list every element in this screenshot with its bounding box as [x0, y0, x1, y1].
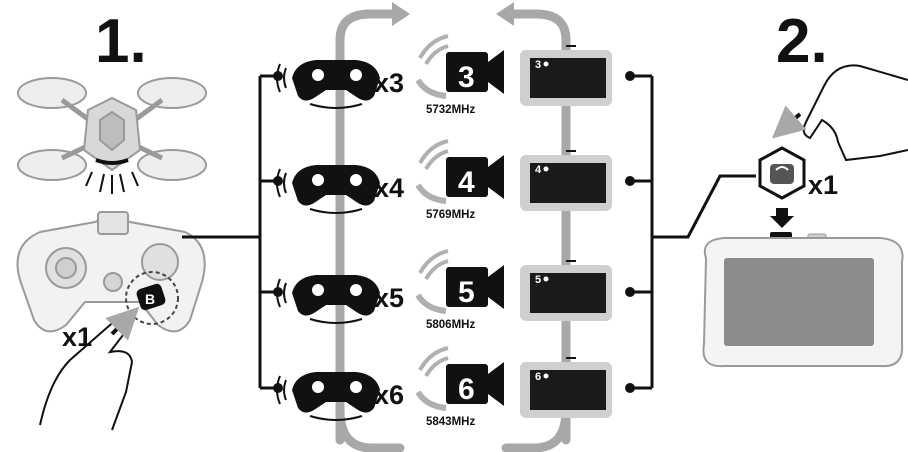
remote-press-count: x1	[62, 322, 92, 352]
channel-number: 4	[458, 166, 475, 199]
down-arrow-icon	[770, 208, 794, 228]
monitor-screen-icon	[520, 260, 612, 321]
channel-number: 6	[458, 373, 475, 406]
camera-signal-icon	[415, 346, 504, 411]
camera-signal-icon	[415, 34, 504, 99]
drone-icon	[17, 77, 207, 194]
channel-number: 5	[458, 276, 475, 309]
controller-press-count: x4	[374, 173, 404, 203]
b-button-letter: B	[145, 291, 155, 307]
channel-row: x4 4 5769MHz 4	[276, 139, 612, 221]
monitor-channel-button	[758, 146, 806, 200]
channel-row: x3 3 5732MHz 3	[276, 34, 612, 116]
camera-signal-icon	[415, 249, 504, 314]
controller-vibrate-icon	[276, 165, 380, 214]
frequency-label: 5732MHz	[426, 104, 475, 116]
monitor-device	[702, 232, 904, 368]
monitor-press-count: x1	[808, 170, 838, 200]
monitor-screen-icon	[520, 45, 612, 106]
hand-pointer-icon	[802, 64, 908, 162]
channel-number: 3	[458, 61, 475, 94]
controller-vibrate-icon	[276, 275, 380, 324]
monitor-screen-icon	[520, 357, 612, 418]
monitor-screen-icon	[520, 150, 612, 211]
screen-channel-label: 6	[535, 371, 541, 383]
controller-vibrate-icon	[276, 372, 380, 421]
controller-press-count: x3	[374, 68, 404, 98]
camera-signal-icon	[415, 139, 504, 204]
step-1-label: 1.	[95, 7, 147, 76]
cycle-arrow-head	[496, 2, 514, 26]
frequency-label: 5843MHz	[426, 416, 475, 428]
screen-channel-label: 5	[535, 274, 541, 286]
frequency-label: 5769MHz	[426, 209, 475, 221]
controller-press-count: x5	[374, 283, 404, 313]
controller-vibrate-icon	[276, 60, 380, 109]
remote-controller-icon	[16, 211, 206, 333]
press-arrow-remote	[105, 306, 140, 341]
screen-channel-label: 4	[535, 164, 542, 176]
cycle-arrow-head	[392, 2, 410, 26]
controller-press-count: x6	[374, 380, 404, 410]
screen-channel-label: 3	[535, 59, 541, 71]
channel-row: x5 5 5806MHz 5	[276, 249, 612, 331]
right-connector	[630, 74, 756, 390]
channel-rows: x3 3 5732MHz 3	[276, 34, 612, 428]
press-arrow-monitor	[771, 105, 807, 139]
channel-row: x6 6 5843MHz 6	[276, 346, 612, 428]
step-2-label: 2.	[776, 7, 828, 76]
b-button: B	[125, 271, 179, 325]
frequency-label: 5806MHz	[426, 319, 475, 331]
left-connector	[182, 74, 276, 390]
